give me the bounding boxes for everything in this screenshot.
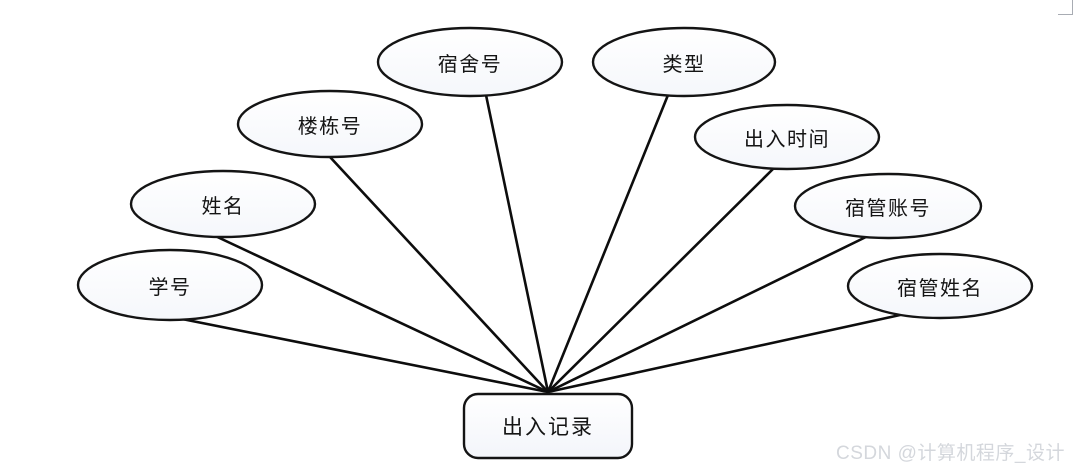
connector-line-1 [209, 232, 550, 394]
connector-lines-group [150, 93, 902, 394]
connector-line-7 [546, 313, 902, 394]
page-margin-corner-mark [1058, 0, 1073, 15]
attribute-ellipse[interactable] [846, 252, 1034, 320]
csdn-watermark: CSDN @计算机程序_设计 [836, 443, 1065, 464]
attribute-ellipse[interactable] [793, 172, 983, 240]
connector-line-4 [546, 93, 670, 394]
connector-line-5 [546, 165, 777, 394]
attribute-ellipse[interactable] [129, 169, 317, 239]
node-shapes-group [76, 26, 1034, 460]
entity-box[interactable] [462, 392, 634, 460]
attribute-ellipse[interactable] [76, 248, 264, 322]
attribute-ellipse[interactable] [236, 89, 424, 159]
connector-line-2 [328, 155, 550, 394]
attribute-ellipse[interactable] [693, 103, 881, 171]
connector-line-6 [546, 233, 872, 394]
connector-line-0 [150, 311, 550, 394]
attribute-ellipse[interactable] [376, 26, 564, 98]
attribute-ellipse[interactable] [591, 26, 777, 98]
connector-line-3 [484, 93, 550, 394]
